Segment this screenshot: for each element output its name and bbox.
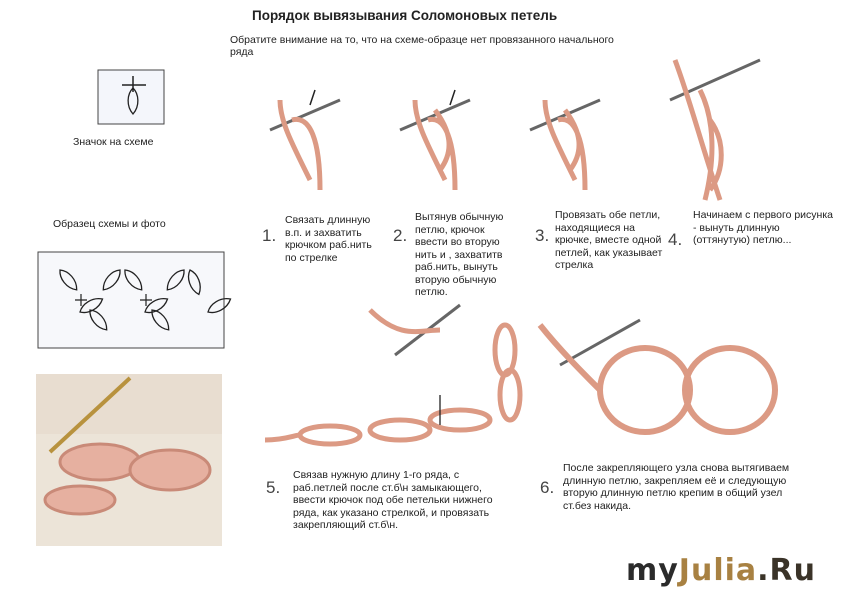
step-5-number: 5.: [266, 478, 281, 497]
step-5-text: Связав нужную длину 1-го ряда, с раб.пет…: [293, 469, 493, 531]
step-6-number: 6.: [540, 478, 555, 497]
step-2-text: Вытянув обычную петлю, крючок ввести во …: [415, 211, 504, 298]
step-3-text: Провязать обе петли, находящиеся на крюч…: [555, 209, 663, 271]
schema-box: [37, 251, 234, 349]
logo-part-ru: .Ru: [757, 553, 816, 588]
sample-label: Образец схемы и фото: [53, 218, 166, 230]
sample-photo: [36, 374, 222, 546]
symbol-label: Значок на схеме: [73, 136, 154, 148]
symbol-box: [97, 69, 165, 125]
logo-part-my: my: [625, 553, 679, 588]
step-6-illustration: [537, 318, 778, 435]
step-6-text: После закрепляющего узла снова вытягивае…: [563, 462, 790, 512]
step-4-text: Начинаем с первого рисунка - вынуть длин…: [693, 209, 833, 246]
site-logo: myJulia.Ru: [626, 553, 816, 588]
step-4-number: 4.: [668, 230, 683, 249]
step-1-number: 1.: [262, 226, 277, 245]
step-3-number: 3.: [535, 226, 550, 245]
logo-part-julia: Julia: [678, 553, 758, 588]
step-5-illustration: [264, 303, 523, 447]
step-2-number: 2.: [393, 226, 408, 245]
step-illustrations-top: [269, 58, 761, 201]
page-title: Порядок вывязывания Соломоновых петель: [252, 8, 558, 23]
note-text: Обратите внимание на то, что на схеме-об…: [230, 34, 614, 58]
step-1-text: Связать длинную в.п. и захватить крючком…: [285, 214, 372, 264]
